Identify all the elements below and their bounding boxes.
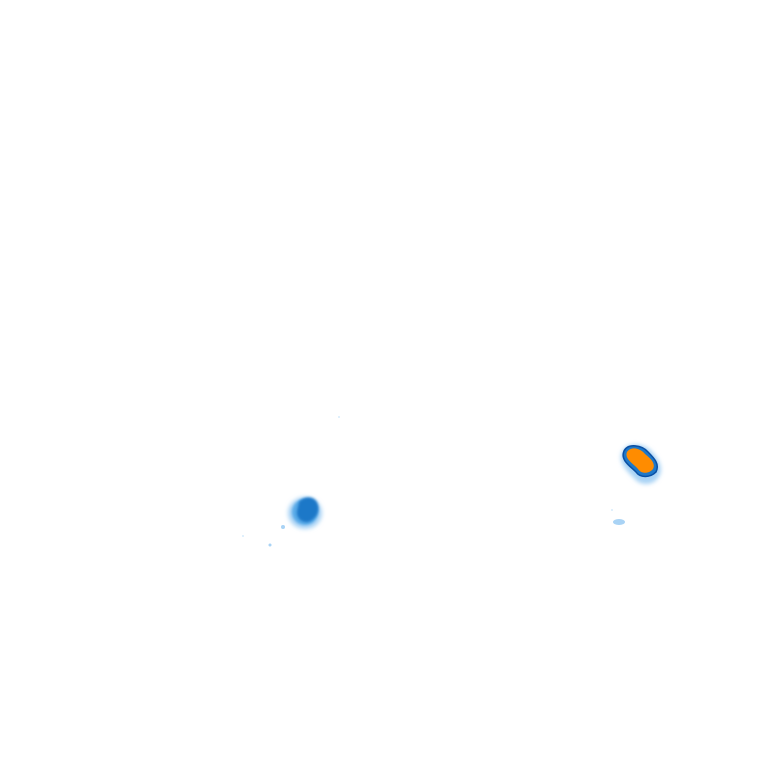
precip-cell-west	[242, 416, 340, 547]
precip-speck	[281, 525, 285, 529]
precip-speck	[268, 543, 272, 547]
precip-speck	[338, 416, 340, 418]
precip-trail	[613, 519, 625, 525]
precip-speck	[242, 535, 244, 537]
precip-speck	[611, 509, 613, 511]
precip-heavy-area	[296, 497, 319, 523]
precip-cell-east	[611, 444, 661, 525]
precip-very-heavy-core	[626, 448, 654, 473]
